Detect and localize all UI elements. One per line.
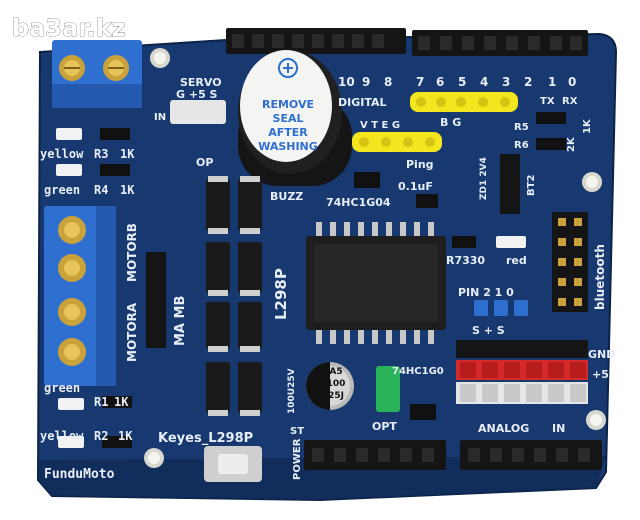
label-fundumoto: FunduMoto — [44, 467, 115, 482]
label-motorb: MOTORB — [125, 223, 139, 282]
label-analog: ANALOG — [478, 422, 529, 435]
label-bt2: BT2 — [526, 175, 537, 196]
mounting-hole-bottom-left — [144, 448, 164, 468]
buzzer-line-3: AFTER — [268, 126, 308, 139]
label-ping: Ping — [406, 158, 434, 171]
pin-10: 10 — [338, 75, 355, 89]
label-analog-in: IN — [552, 422, 565, 435]
pin-3: 3 — [502, 75, 510, 89]
screw-terminal-power — [52, 40, 142, 108]
buzzer-line-1: REMOVE — [262, 98, 314, 111]
pin-1: 1 — [548, 75, 556, 89]
label-green-bottom: green — [44, 381, 80, 395]
label-st: ST — [290, 426, 304, 437]
cap-line-3: 25J — [328, 391, 344, 401]
label-2k: 2K — [566, 136, 577, 152]
reset-button — [204, 446, 262, 482]
label-red: red — [506, 254, 527, 267]
label-r5: R5 — [514, 122, 529, 133]
label-r4-1k: 1K — [120, 183, 135, 197]
label-yellow-top: yellow — [40, 147, 84, 161]
digital-pin-numbers: 10 9 8 7 6 5 4 3 2 1 0 — [338, 75, 576, 89]
l298p-chip — [306, 222, 446, 344]
mounting-hole-top-right — [582, 172, 602, 192]
servo-connector — [170, 100, 226, 124]
smd-components — [100, 112, 566, 448]
label-rx: RX — [562, 96, 578, 107]
buzzer — [238, 50, 352, 186]
label-100u25v: 100U25V — [287, 368, 297, 414]
green-jumper — [376, 366, 400, 412]
label-gnd: GND — [588, 348, 615, 361]
label-1k-right: 1K — [582, 118, 593, 134]
label-74hc1g04: 74HC1G04 — [326, 196, 391, 209]
buzzer-label: REMOVE SEAL AFTER WASHING — [258, 98, 318, 153]
label-r3: R3 — [94, 147, 108, 161]
analog-pin-headers — [456, 340, 588, 404]
label-s-plus-s: S + S — [472, 324, 505, 337]
pin-8: 8 — [384, 75, 392, 89]
pin-2: 2 — [524, 75, 532, 89]
label-r6: R6 — [514, 140, 529, 151]
pin-6: 6 — [436, 75, 444, 89]
pin-9: 9 — [362, 75, 370, 89]
pin-7: 7 — [416, 75, 424, 89]
yellow-jumpers-ping — [352, 132, 442, 152]
label-r3-1k: 1K — [120, 147, 135, 161]
label-in: IN — [154, 112, 166, 123]
label-power: POWER — [292, 438, 303, 480]
label-74hc1g0: 74HC1G0 — [392, 366, 444, 377]
ma-mb-header — [146, 252, 166, 348]
bluetooth-header — [552, 212, 588, 312]
label-r4: R4 — [94, 183, 108, 197]
header-bottom-analog — [460, 440, 602, 470]
label-motora: MOTORA — [125, 302, 139, 362]
label-yellow-bottom: yellow — [40, 429, 84, 443]
label-tx: TX — [540, 96, 555, 107]
label-r7330: R7330 — [446, 254, 485, 267]
label-plus5: +5 — [592, 368, 609, 381]
label-keyes: Keyes_L298P — [158, 431, 253, 446]
label-cap-01uf: 0.1uF — [398, 180, 433, 193]
label-r1: R1 — [94, 395, 108, 409]
capacitor-label: A5 100 25J — [327, 367, 346, 401]
mounting-hole-top-left — [150, 48, 170, 68]
watermark: ba3ar.kz — [12, 14, 126, 42]
cap-line-2: 100 — [327, 379, 346, 389]
label-r2: R2 — [94, 429, 108, 443]
electrolytic-capacitor — [306, 362, 354, 410]
buzzer-line-4: WASHING — [258, 140, 318, 153]
label-digital: DIGITAL — [338, 96, 387, 109]
cap-line-1: A5 — [329, 367, 342, 377]
header-top-right — [412, 30, 588, 56]
label-ping-pins: V T E G — [360, 120, 400, 131]
label-op: OP — [196, 156, 213, 169]
pin-0: 0 — [568, 75, 576, 89]
label-zd1: ZD1 2V4 — [479, 157, 489, 200]
leds — [56, 128, 526, 448]
label-opt: OPT — [372, 420, 397, 433]
pin-4: 4 — [480, 75, 488, 89]
mounting-hole-bottom-right — [586, 410, 606, 430]
label-servo: SERVO — [180, 76, 222, 89]
buzzer-line-2: SEAL — [273, 112, 304, 125]
label-ma-mb: MA MB — [173, 296, 188, 346]
pin-5: 5 — [458, 75, 466, 89]
header-bottom-power — [304, 440, 446, 470]
label-r2-1k: 1K — [118, 429, 133, 443]
label-r1-1k: 1K — [114, 395, 129, 409]
bt2-header — [500, 154, 520, 214]
label-bg: B G — [440, 116, 461, 129]
label-l298p: L298P — [272, 268, 290, 320]
diode-array — [206, 180, 262, 412]
screw-terminal-motors — [44, 206, 116, 386]
label-buzz: BUZZ — [270, 190, 303, 203]
yellow-jumpers-digital — [410, 92, 518, 112]
blue-jumpers — [474, 300, 528, 316]
label-pin-210: PIN 2 1 0 — [458, 286, 514, 299]
label-green-top: green — [44, 183, 80, 197]
label-servo-pins: G +5 S — [176, 88, 218, 101]
label-bluetooth: bluetooth — [593, 244, 607, 310]
